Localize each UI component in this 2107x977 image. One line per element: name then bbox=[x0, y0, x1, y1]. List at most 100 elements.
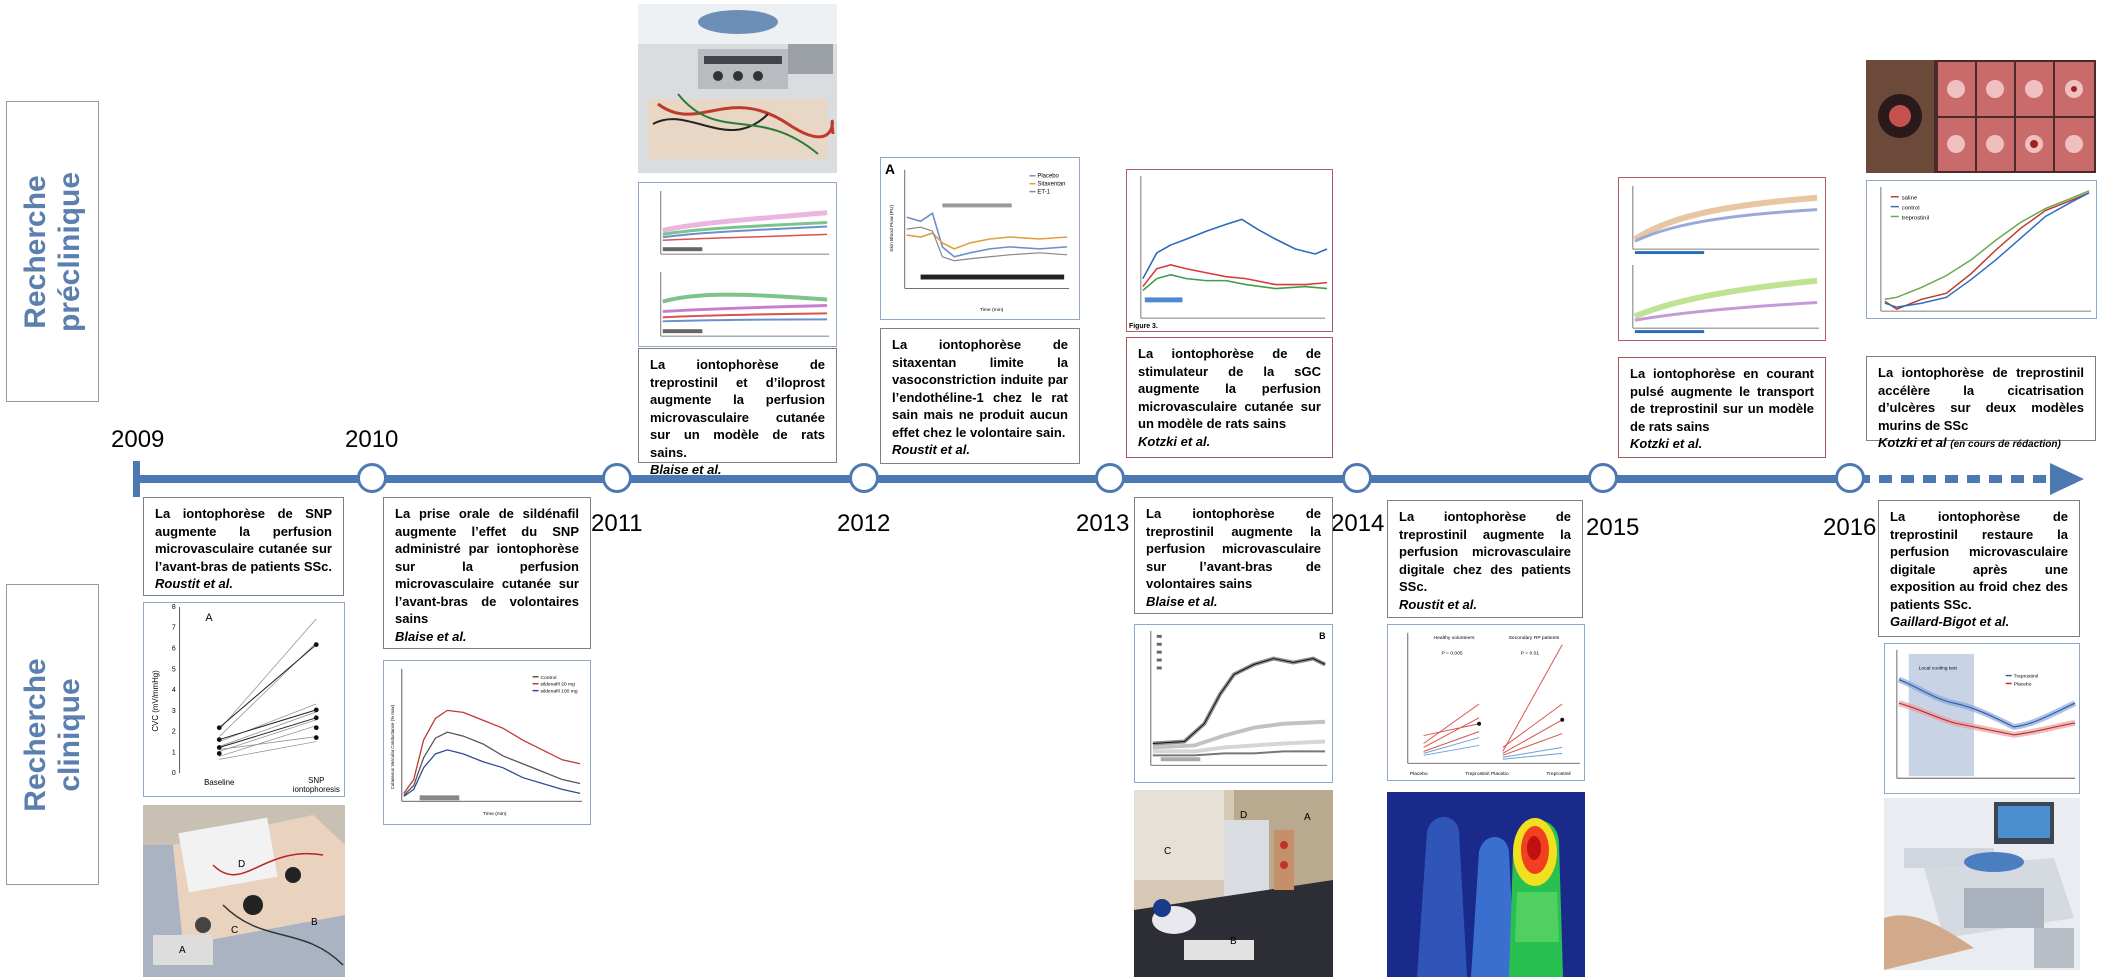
figure-ylabel: Cutaneous Vascular Conductance (% max) bbox=[390, 704, 395, 789]
photo-label: C bbox=[1164, 846, 1171, 857]
timeline-node-2011 bbox=[602, 463, 632, 493]
box-author: Roustit et al. bbox=[1399, 596, 1478, 612]
year-label: 2016 bbox=[1823, 514, 1877, 541]
figure-caption: Figure 3. bbox=[1129, 323, 1158, 330]
ulcer-model-photos bbox=[1866, 60, 2096, 173]
box-text: La iontophorèse de treprostinil et d’ilo… bbox=[650, 357, 825, 460]
photo-label: B bbox=[311, 917, 318, 928]
photo-label: A bbox=[1304, 812, 1311, 823]
legend-label: Placebo bbox=[1037, 174, 1059, 180]
box-author: Blaise et al. bbox=[395, 628, 467, 644]
timeline-node-2013 bbox=[1095, 463, 1125, 493]
legend-label: saline bbox=[1902, 196, 1918, 202]
ytick-label: 6 bbox=[172, 646, 176, 653]
timeline-axis bbox=[137, 475, 1857, 483]
snp-forearm-photo: D B C A bbox=[143, 805, 345, 977]
ytick-label: 5 bbox=[172, 666, 176, 673]
legend-label: treprostinil bbox=[1902, 215, 1929, 221]
legend-label: Treprostinil bbox=[2014, 674, 2038, 680]
timeline-start-cap bbox=[133, 461, 140, 497]
xtick-label: Treprostinil bbox=[1546, 771, 1570, 777]
year-label: 2014 bbox=[1331, 510, 1385, 537]
box-text: La prise orale de sildénafil augmente l’… bbox=[395, 506, 579, 626]
timeline-node-2012 bbox=[849, 463, 879, 493]
box-text: La iontophorèse de treprostinil augmente… bbox=[1399, 509, 1571, 594]
xtick-label: SNP bbox=[308, 776, 324, 785]
laser-device-photo bbox=[1884, 798, 2080, 970]
clinical-box-2009: La iontophorèse de SNP augmente la perfu… bbox=[143, 497, 344, 596]
clinical-box-2014: La iontophorèse de treprostinil augmente… bbox=[1387, 500, 1583, 618]
group-label: Secondary RP patients bbox=[1509, 635, 1560, 641]
xtick-label: iontophoresis bbox=[293, 785, 340, 794]
box-text: La iontophorèse de SNP augmente la perfu… bbox=[155, 506, 333, 574]
box-author: Kotzki et al. bbox=[1630, 436, 1703, 451]
ytick-label: 7 bbox=[172, 625, 176, 632]
box-text: La iontophorèse en courant pulsé augment… bbox=[1630, 366, 1814, 434]
box-author: Blaise et al. bbox=[1146, 593, 1218, 609]
figure-treprostinil-iloprost-rats bbox=[638, 182, 837, 347]
clinical-box-2013: La iontophorèse de treprostinil augmente… bbox=[1134, 497, 1333, 614]
legend-label: Control bbox=[540, 675, 556, 681]
figure-cold-exposure: Local cooling test Treprostinil Placebo bbox=[1884, 643, 2080, 794]
box-text: La iontophorèse de treprostinil accélère… bbox=[1878, 365, 2084, 433]
figure-snp-cvc: A CVC (mV/mmHg) 0 1 2 3 4 5 6 7 8 Bas bbox=[143, 602, 345, 797]
xtick-label: Placebo bbox=[1491, 771, 1509, 777]
legend-label: sildenafil 20 mg bbox=[540, 682, 575, 688]
box-author: Roustit et al. bbox=[155, 576, 234, 591]
legend-label: Placebo bbox=[2014, 681, 2032, 687]
ytick-label: 2 bbox=[172, 729, 176, 736]
box-text: La iontophorèse de de stimulateur de la … bbox=[1138, 346, 1321, 431]
legend-label: sildenafil 100 mg bbox=[540, 689, 577, 695]
box-author: Roustit et al. bbox=[892, 442, 971, 457]
figure-pulsed-current bbox=[1618, 177, 1826, 341]
clinical-box-2010: La prise orale de sildénafil augmente l’… bbox=[383, 497, 591, 649]
box-author: Gaillard-Bigot et al. bbox=[1890, 614, 2010, 629]
figure-sildenafil-cvc: Cutaneous Vascular Conductance (% max) C… bbox=[383, 660, 591, 825]
preclinical-box-2015: La iontophorèse en courant pulsé augment… bbox=[1618, 357, 1826, 458]
timeline-node-2016 bbox=[1835, 463, 1865, 493]
ytick-label: 4 bbox=[172, 687, 176, 694]
box-text: La iontophorèse de treprostinil restaure… bbox=[1890, 509, 2068, 612]
box-note: (en cours de rédaction) bbox=[1950, 439, 2061, 450]
year-label: 2011 bbox=[591, 510, 643, 537]
ytick-label: 1 bbox=[172, 749, 176, 756]
group-label: Healthy volunteers bbox=[1434, 635, 1475, 641]
figure-sitaxentan: A Skin Blood Flow (PU) Time (min) Placeb… bbox=[880, 157, 1080, 320]
timeline-arrow-icon bbox=[2050, 463, 2084, 495]
preclinical-box-2011: La iontophorèse de treprostinil et d’ilo… bbox=[638, 348, 837, 477]
year-label: 2013 bbox=[1076, 510, 1130, 537]
photo-label: C bbox=[231, 925, 238, 936]
figure-ulcer-healing: saline control treprostinil bbox=[1866, 180, 2097, 319]
figure-panel-letter: A bbox=[205, 612, 213, 624]
box-author: Kotzki et al (en cours de rédaction) bbox=[1878, 435, 2061, 450]
clinical-box-2016: La iontophorèse de treprostinil restaure… bbox=[1878, 500, 2080, 637]
band-label: Local cooling test bbox=[1919, 666, 1958, 672]
timeline-node-2015 bbox=[1588, 463, 1618, 493]
figure-sgc-stimulator: Figure 3. bbox=[1126, 169, 1333, 332]
xtick-label: Baseline bbox=[204, 778, 235, 787]
figure-ylabel: CVC (mV/mmHg) bbox=[151, 670, 160, 732]
legend-label: control bbox=[1902, 206, 1920, 212]
figure-treprostinil-forearm: B bbox=[1134, 624, 1333, 783]
preclinical-box-2013: La iontophorèse de de stimulateur de la … bbox=[1126, 337, 1333, 458]
legend-label: Sitaxentan bbox=[1037, 182, 1065, 188]
timeline-node-2010 bbox=[357, 463, 387, 493]
figure-panel-letter: B bbox=[1319, 631, 1325, 641]
year-label: 2012 bbox=[837, 510, 891, 537]
box-text: La iontophorèse de treprostinil augmente… bbox=[1146, 506, 1321, 591]
patient-setup-photo: D A C B bbox=[1134, 790, 1333, 977]
figure-digital-perfusion: Healthy volunteers Secondary RP patients… bbox=[1387, 624, 1585, 781]
photo-label: D bbox=[1240, 810, 1247, 821]
box-text: La iontophorèse de sitaxentan limite la … bbox=[892, 337, 1068, 440]
xtick-label: Treprostinil bbox=[1465, 771, 1489, 777]
box-author: Kotzki et al. bbox=[1138, 433, 1211, 449]
ytick-label: 8 bbox=[172, 604, 176, 611]
timeline-node-2014 bbox=[1342, 463, 1372, 493]
pvalue-label: P = 0.01 bbox=[1521, 651, 1540, 657]
photo-label: A bbox=[179, 945, 186, 956]
box-author: Blaise et al. bbox=[650, 462, 722, 477]
pvalue-label: P = 0.005 bbox=[1441, 651, 1462, 657]
figure-ylabel: Skin Blood Flow (PU) bbox=[889, 205, 895, 252]
